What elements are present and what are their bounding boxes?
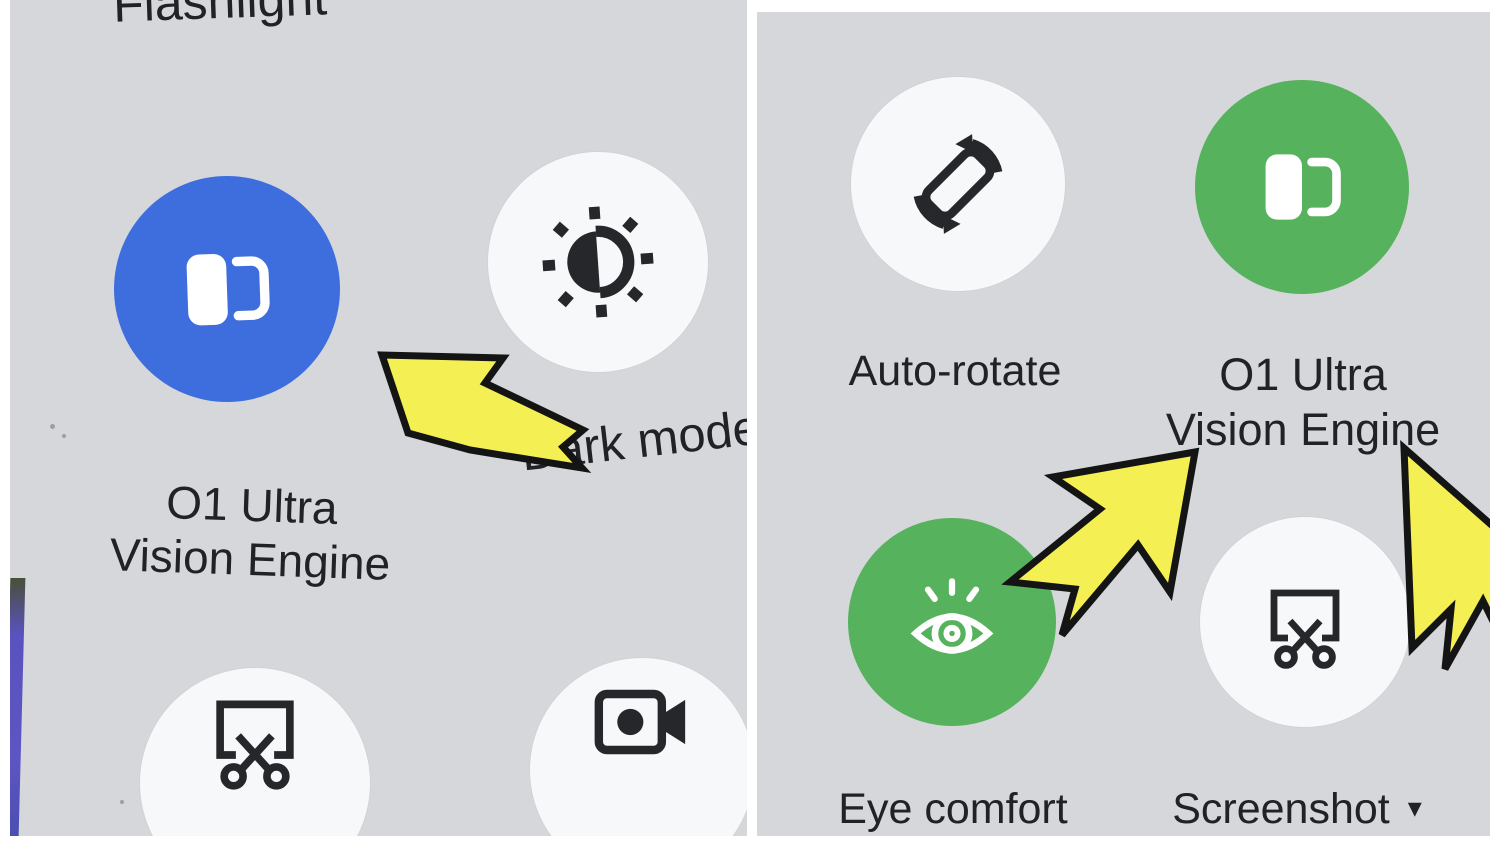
- dropdown-caret-icon[interactable]: ▾: [1407, 792, 1422, 823]
- tile-o1-label-line2: Vision Engine: [1165, 403, 1441, 455]
- tile-eye-comfort[interactable]: [848, 518, 1056, 726]
- rotate-phone-icon: [906, 132, 1010, 236]
- tile-auto-rotate[interactable]: [851, 77, 1065, 291]
- wallpaper-edge-sliver: [10, 578, 26, 836]
- screenshot-scissors-icon: [201, 683, 309, 791]
- dust-speck: [62, 434, 66, 438]
- tile-o1-label: O1 Ultra Vision Engine: [1153, 348, 1453, 458]
- right-screenshot-panel: Auto-rotate O1 Ultra Vision Engine: [757, 12, 1490, 836]
- dust-speck: [120, 800, 124, 804]
- flashlight-label: Flashlight: [112, 0, 328, 33]
- tile-dark-mode[interactable]: [488, 152, 708, 372]
- eye-icon: [902, 572, 1002, 672]
- tile-dark-mode-label: Dark mode: [518, 400, 747, 482]
- annotation-arrow-right-2: [1400, 439, 1490, 671]
- left-screenshot-panel: Flashlight O1 Ultra Vision Engine: [10, 0, 747, 836]
- tile-eye-comfort-label: Eye comfort: [838, 785, 1068, 833]
- tile-screenshot[interactable]: [1200, 517, 1410, 727]
- tile-auto-rotate-label: Auto-rotate: [848, 347, 1062, 395]
- dust-speck: [50, 424, 55, 429]
- tile-o1-label-line2: Vision Engine: [108, 528, 392, 591]
- tile-o1-ultra-vision-engine[interactable]: [114, 176, 340, 402]
- tile-o1-ultra-vision-engine[interactable]: [1195, 80, 1409, 294]
- tile-screenshot-label-text: Screenshot: [1172, 785, 1390, 833]
- tile-o1-label: O1 Ultra Vision Engine: [64, 472, 438, 593]
- tile-o1-label-line1: O1 Ultra: [1219, 349, 1387, 400]
- split-screen-icon: [1256, 141, 1348, 233]
- tile-screenshot-label[interactable]: Screenshot ▾: [1147, 784, 1447, 835]
- split-screen-icon: [177, 239, 277, 339]
- video-camera-icon: [586, 666, 698, 778]
- tile-screen-record[interactable]: [530, 658, 747, 836]
- brightness-contrast-icon: [539, 203, 657, 321]
- screenshot-scissors-icon: [1257, 574, 1353, 670]
- tile-screenshot[interactable]: [140, 668, 370, 836]
